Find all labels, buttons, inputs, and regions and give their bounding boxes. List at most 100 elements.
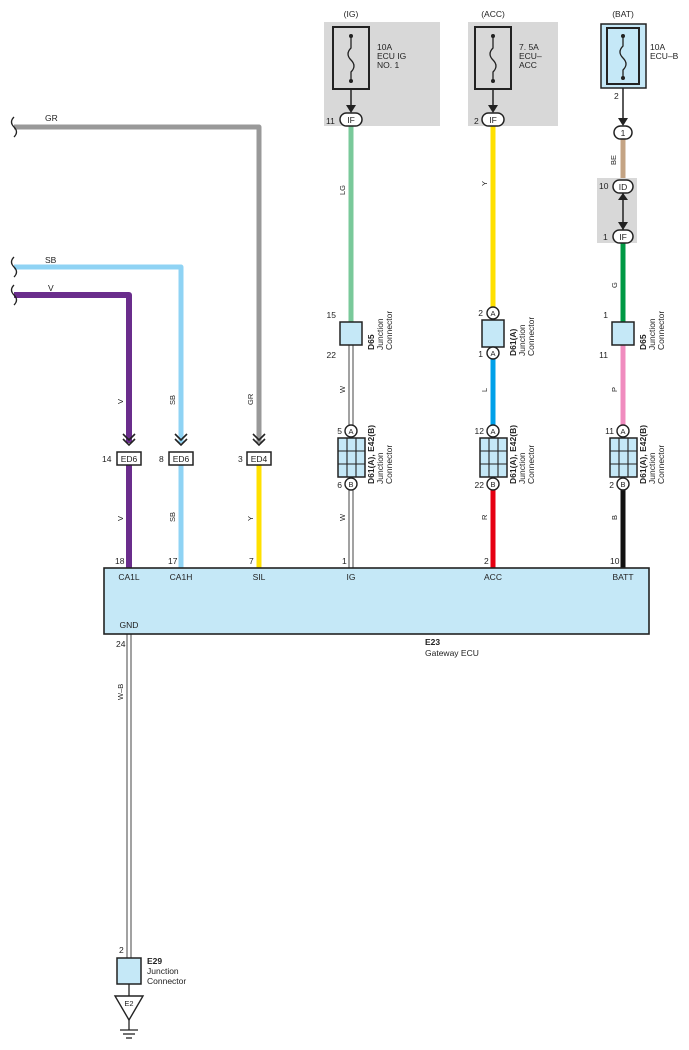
junction-d61e42-ig-tag-bottom: B bbox=[348, 480, 353, 489]
junction-d65-ig-pin-top: 15 bbox=[327, 310, 337, 320]
junction-d65-bat-code: D65 bbox=[638, 334, 648, 350]
fuse-ig-symbol bbox=[347, 36, 355, 81]
junction-d61-acc-pin-bottom: 1 bbox=[478, 349, 483, 359]
junction-d61e42-ig-pin-bottom: 6 bbox=[337, 480, 342, 490]
fuse-ig-rating: 10A bbox=[377, 42, 392, 52]
junction-d65-ig-line2: Connector bbox=[384, 311, 394, 350]
junction-d61-acc-code: D61(A) bbox=[508, 328, 518, 356]
junction-d61e42-bat-line2: Connector bbox=[656, 445, 666, 484]
connector-if-ig-pin: 11 bbox=[326, 116, 335, 126]
junction-d61e42-ig-tag-top: A bbox=[348, 427, 353, 436]
junction-d61-acc-line1: Junction bbox=[517, 324, 527, 356]
label-wire-w-mid: W bbox=[338, 385, 347, 393]
wires bbox=[14, 124, 626, 996]
junction-d61e42-bat-tag-top: A bbox=[620, 427, 625, 436]
label-wire-lg: LG bbox=[338, 185, 347, 195]
fuse-ig-panel bbox=[324, 22, 440, 126]
connector-if-pin: 1 bbox=[603, 232, 608, 242]
connector-id-pin: 10 bbox=[599, 181, 609, 191]
ecu-pin-2-name: CA1H bbox=[170, 572, 193, 582]
ed-connector-3: ED4 3 bbox=[238, 433, 272, 466]
ed-connector-3-pin: 3 bbox=[238, 454, 243, 464]
connector-if-ig-label: IF bbox=[347, 115, 355, 125]
junction-d61e42-ig-pin-top: 5 bbox=[337, 426, 342, 436]
connector-id-label: ID bbox=[619, 182, 628, 192]
ecu-pin-3-num: 7 bbox=[249, 556, 254, 566]
label-wire-y-low: Y bbox=[246, 516, 255, 521]
label-wire-y-acc: Y bbox=[480, 181, 489, 186]
label-wire-gr: GR bbox=[45, 113, 58, 123]
junction-d61e42-acc-line2: Connector bbox=[526, 445, 536, 484]
ed-connector-2-pin: 8 bbox=[159, 454, 164, 464]
label-wire-p: P bbox=[610, 387, 619, 392]
junction-d65-ig-pin-bottom: 22 bbox=[327, 350, 337, 360]
junction-d61e42-bat-line1: Junction bbox=[647, 452, 657, 484]
connector-id-if: ID 10 IF 1 bbox=[597, 178, 637, 244]
gateway-ecu: 18 CA1L 17 CA1H 7 SIL 1 IG 2 ACC 10 BATT… bbox=[103, 556, 650, 658]
label-wire-sb: SB bbox=[45, 255, 57, 265]
ed-connector-1: ED6 14 bbox=[102, 433, 142, 466]
junction-d61-acc-line2: Connector bbox=[526, 317, 536, 356]
junction-d61e42-ig-code: D61(A), E42(B) bbox=[366, 425, 376, 484]
fuse-ig: (IG) 10A ECU IG NO. 1 bbox=[324, 9, 440, 126]
label-wire-r: R bbox=[480, 514, 489, 520]
junction-d61e42-ig-line1: Junction bbox=[375, 452, 385, 484]
fuse-acc-rating: 7. 5A bbox=[519, 42, 539, 52]
ed-connector-3-label: ED4 bbox=[251, 454, 268, 464]
ground-symbol: E2 bbox=[113, 995, 145, 1039]
fuse-bat-source: (BAT) bbox=[612, 9, 634, 19]
wire-v bbox=[14, 292, 132, 443]
ecu-pin-1-name: CA1L bbox=[118, 572, 140, 582]
label-wire-b: B bbox=[610, 515, 619, 520]
wire-gr bbox=[14, 124, 262, 443]
junction-d61e42-acc-tag-bottom: B bbox=[490, 480, 495, 489]
junction-d65-ig-line1: Junction bbox=[375, 318, 385, 350]
wire-break-marks bbox=[10, 116, 18, 306]
connector-if-acc: IF 2 bbox=[474, 112, 505, 127]
label-wire-sb-up: SB bbox=[168, 395, 177, 405]
junction-d61-acc: A A 2 1 D61(A) Junction Connector bbox=[478, 306, 536, 360]
connector-bat-1-pin: 1 bbox=[621, 128, 626, 138]
fuse-acc-name1: ECU– bbox=[519, 51, 542, 61]
label-wire-v: V bbox=[48, 283, 54, 293]
junction-d61e42-acc-code: D61(A), E42(B) bbox=[508, 425, 518, 484]
fuse-ig-name2: NO. 1 bbox=[377, 60, 399, 70]
ecu-pin-2-num: 17 bbox=[168, 556, 178, 566]
ecu-pin-3-name: SIL bbox=[253, 572, 266, 582]
connector-if-acc-pin: 2 bbox=[474, 116, 479, 126]
junction-d61-acc-pin-top: 2 bbox=[478, 308, 483, 318]
ecu-name: Gateway ECU bbox=[425, 648, 479, 658]
ecu-pin-6-num: 10 bbox=[610, 556, 620, 566]
junction-d65-bat-pin-bottom: 11 bbox=[599, 350, 608, 360]
fuse-bat-rating: 10A bbox=[650, 42, 665, 52]
junction-e29-line1: Junction bbox=[147, 966, 179, 976]
fuse-acc-source: (ACC) bbox=[481, 9, 505, 19]
label-wire-be: BE bbox=[609, 155, 618, 165]
ecu-gnd-pin: 24 bbox=[116, 639, 126, 649]
connector-if-acc-label: IF bbox=[489, 115, 497, 125]
fuse-bat-pin: 2 bbox=[614, 91, 619, 101]
label-wire-g: G bbox=[610, 282, 619, 288]
junction-d61e42-bat-tag-bottom: B bbox=[620, 480, 625, 489]
junction-d61e42-bat: A B 11 2 D61(A), E42(B) Junction Connect… bbox=[605, 424, 666, 491]
ed-connector-2-label: ED6 bbox=[173, 454, 190, 464]
fuse-ig-name1: ECU IG bbox=[377, 51, 406, 61]
ecu-pin-6-name: BATT bbox=[612, 572, 633, 582]
junction-e29-line2: Connector bbox=[147, 976, 186, 986]
wire-sb bbox=[14, 264, 184, 443]
ground-label: E2 bbox=[124, 999, 133, 1008]
junction-d65-ig: 15 22 D65 Junction Connector bbox=[327, 310, 394, 360]
label-wire-v-low: V bbox=[116, 516, 125, 521]
junction-d61e42-ig-line2: Connector bbox=[384, 445, 394, 484]
label-wire-w-low: W bbox=[338, 513, 347, 521]
junction-d61e42-acc-tag-top: A bbox=[490, 427, 495, 436]
gateway-ecu-body bbox=[103, 567, 650, 635]
ecu-pin-1-num: 18 bbox=[115, 556, 125, 566]
junction-e29-code: E29 bbox=[147, 956, 162, 966]
fuse-ig-source: (IG) bbox=[344, 9, 359, 19]
label-wire-sb-low: SB bbox=[168, 512, 177, 522]
junction-e29-pin: 2 bbox=[119, 945, 124, 955]
fuse-acc-symbol bbox=[489, 36, 497, 81]
ed-connector-2: ED6 8 bbox=[159, 433, 194, 466]
